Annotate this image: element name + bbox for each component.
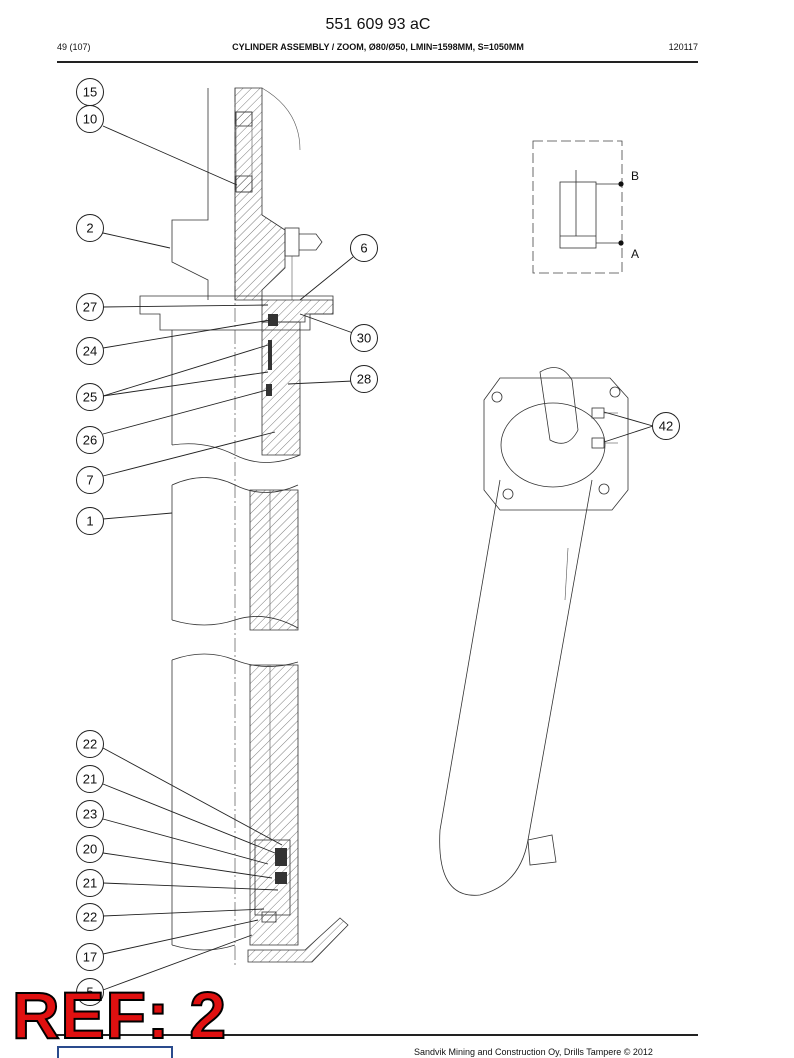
callout-17: 17 — [76, 943, 104, 971]
svg-text:23: 23 — [83, 807, 97, 822]
svg-text:27: 27 — [83, 300, 97, 315]
callout-6: 6 — [350, 234, 378, 262]
callout-42: 42 — [652, 412, 680, 440]
cylinder-section-view — [139, 87, 349, 965]
header-divider — [57, 61, 698, 63]
svg-text:7: 7 — [86, 473, 93, 488]
svg-text:10: 10 — [83, 112, 97, 127]
svg-text:42: 42 — [659, 419, 673, 434]
document-date: 120117 — [668, 42, 698, 52]
reference-stamp: REF: 2 — [11, 978, 228, 1052]
svg-text:20: 20 — [83, 842, 97, 857]
callout-23: 23 — [76, 800, 104, 828]
svg-text:6: 6 — [360, 241, 367, 256]
svg-text:21: 21 — [83, 876, 97, 891]
callout-28: 28 — [350, 365, 378, 393]
leader-lines — [102, 125, 654, 991]
document-title: CYLINDER ASSEMBLY / ZOOM, Ø80/Ø50, LMIN=… — [232, 42, 524, 52]
callout-20: 20 — [76, 835, 104, 863]
svg-text:21: 21 — [83, 772, 97, 787]
footer-copyright: Sandvik Mining and Construction Oy, Dril… — [414, 1047, 653, 1057]
hydraulic-schematic: B A — [532, 140, 639, 274]
callout-27: 27 — [76, 293, 104, 321]
svg-text:22: 22 — [83, 737, 97, 752]
cylinder-isometric-view — [439, 367, 629, 896]
callout-24: 24 — [76, 337, 104, 365]
callout-7: 7 — [76, 466, 104, 494]
svg-text:15: 15 — [83, 85, 97, 100]
svg-text:25: 25 — [83, 390, 97, 405]
svg-text:17: 17 — [83, 950, 97, 965]
svg-text:24: 24 — [83, 344, 97, 359]
svg-text:30: 30 — [357, 331, 371, 346]
callout-10: 10 — [76, 105, 104, 133]
callout-22-upper: 22 — [76, 730, 104, 758]
callout-21-lower: 21 — [76, 869, 104, 897]
callout-26: 26 — [76, 426, 104, 454]
callout-21-upper: 21 — [76, 765, 104, 793]
callout-22-lower: 22 — [76, 903, 104, 931]
callout-2: 2 — [76, 214, 104, 242]
callout-30: 30 — [350, 324, 378, 352]
page-reference: 49 (107) — [57, 42, 91, 52]
callout-balloons: 15 10 2 6 27 30 24 28 25 26 42 7 1 22 21… — [76, 78, 680, 1006]
svg-text:22: 22 — [83, 910, 97, 925]
svg-text:5: 5 — [86, 985, 93, 1000]
svg-text:26: 26 — [83, 433, 97, 448]
company-logo — [57, 1046, 173, 1058]
footer-divider — [57, 1034, 698, 1036]
callout-1: 1 — [76, 507, 104, 535]
svg-text:1: 1 — [86, 514, 93, 529]
svg-text:28: 28 — [357, 372, 371, 387]
callout-15: 15 — [76, 78, 104, 106]
port-a-label: A — [631, 247, 639, 261]
svg-text:2: 2 — [86, 221, 93, 236]
callout-5: 5 — [76, 978, 104, 1006]
document-number: 551 609 93 aC — [325, 16, 431, 33]
port-b-label: B — [631, 169, 639, 183]
callout-25: 25 — [76, 383, 104, 411]
